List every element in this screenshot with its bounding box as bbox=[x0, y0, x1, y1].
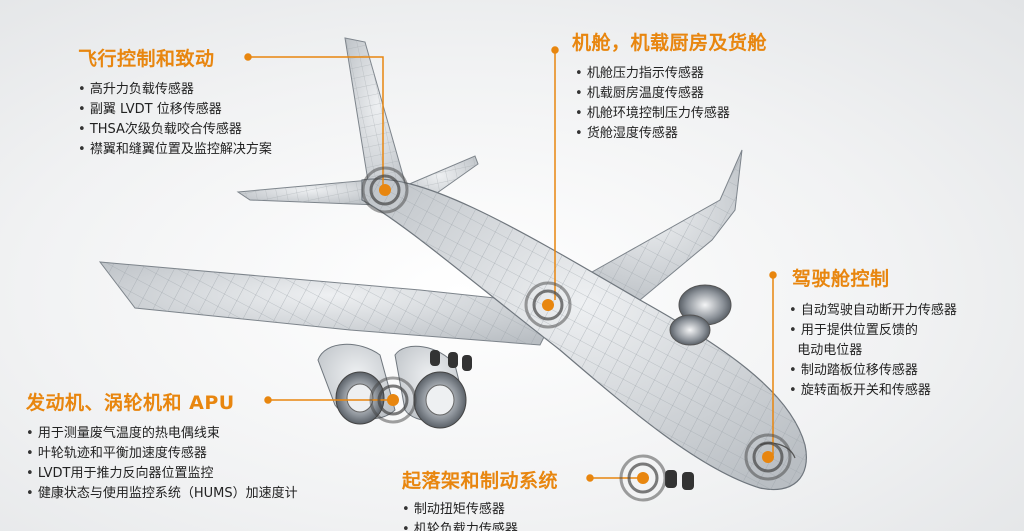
list-item: THSA次级负载咬合传感器 bbox=[78, 120, 272, 140]
flight-control-title: 飞行控制和致动 bbox=[78, 48, 215, 70]
list-item: 副翼 LVDT 位移传感器 bbox=[78, 100, 272, 120]
cabin-list: 机舱压力指示传感器 机载厨房温度传感器 机舱环境控制压力传感器 货舱湿度传感器 bbox=[575, 64, 730, 144]
left-stabilizer bbox=[236, 179, 379, 206]
list-item: 机载厨房温度传感器 bbox=[575, 84, 730, 104]
sensor-marker-tail bbox=[361, 166, 409, 214]
sensor-marker-cabin bbox=[524, 281, 572, 329]
fuselage bbox=[361, 178, 807, 490]
list-item: 电动电位器 bbox=[797, 343, 863, 358]
list-item: 用于提供位置反馈的 bbox=[789, 321, 957, 341]
flight-control-list: 高升力负载传感器 副翼 LVDT 位移传感器 THSA次级负载咬合传感器 襟翼和… bbox=[78, 80, 272, 160]
list-item: 机舱环境控制压力传感器 bbox=[575, 104, 730, 124]
list-item: 机舱压力指示传感器 bbox=[575, 64, 730, 84]
left-wing bbox=[98, 261, 561, 346]
landing-gear bbox=[430, 350, 694, 490]
list-item: 机轮负载力传感器 bbox=[402, 520, 518, 531]
list-item: 制动扭矩传感器 bbox=[402, 500, 518, 520]
list-item: 高升力负载传感器 bbox=[78, 80, 272, 100]
list-item: 制动踏板位移传感器 bbox=[789, 361, 957, 381]
list-item: 旋转面板开关和传感器 bbox=[789, 381, 957, 401]
landing-gear-list: 制动扭矩传感器 机轮负载力传感器 bbox=[402, 500, 518, 531]
sensor-marker-cockpit bbox=[744, 433, 792, 481]
cockpit-title: 驾驶舱控制 bbox=[792, 268, 890, 290]
list-item: 襟翼和缝翼位置及监控解决方案 bbox=[78, 140, 272, 160]
engine-title: 发动机、涡轮机和 APU bbox=[26, 392, 235, 414]
cockpit-list: 自动驾驶自动断开力传感器 用于提供位置反馈的 电动电位器 制动踏板位移传感器 旋… bbox=[789, 301, 957, 401]
engine-list: 用于测量废气温度的热电偶线束 叶轮轨迹和平衡加速度传感器 LVDT用于推力反向器… bbox=[26, 424, 298, 504]
cabin-title: 机舱，机载厨房及货舱 bbox=[572, 32, 768, 54]
landing-gear-title: 起落架和制动系统 bbox=[402, 470, 559, 492]
sensor-marker-landing-gear bbox=[619, 454, 667, 502]
list-item: 货舱湿度传感器 bbox=[575, 124, 730, 144]
list-item: 自动驾驶自动断开力传感器 bbox=[789, 301, 957, 321]
list-item: 健康状态与使用监控系统（HUMS）加速度计 bbox=[26, 484, 298, 504]
sensor-marker-engine bbox=[369, 376, 417, 424]
list-item: LVDT用于推力反向器位置监控 bbox=[26, 464, 298, 484]
list-item: 叶轮轨迹和平衡加速度传感器 bbox=[26, 444, 298, 464]
right-engines bbox=[669, 284, 732, 346]
list-item: 用于测量废气温度的热电偶线束 bbox=[26, 424, 298, 444]
